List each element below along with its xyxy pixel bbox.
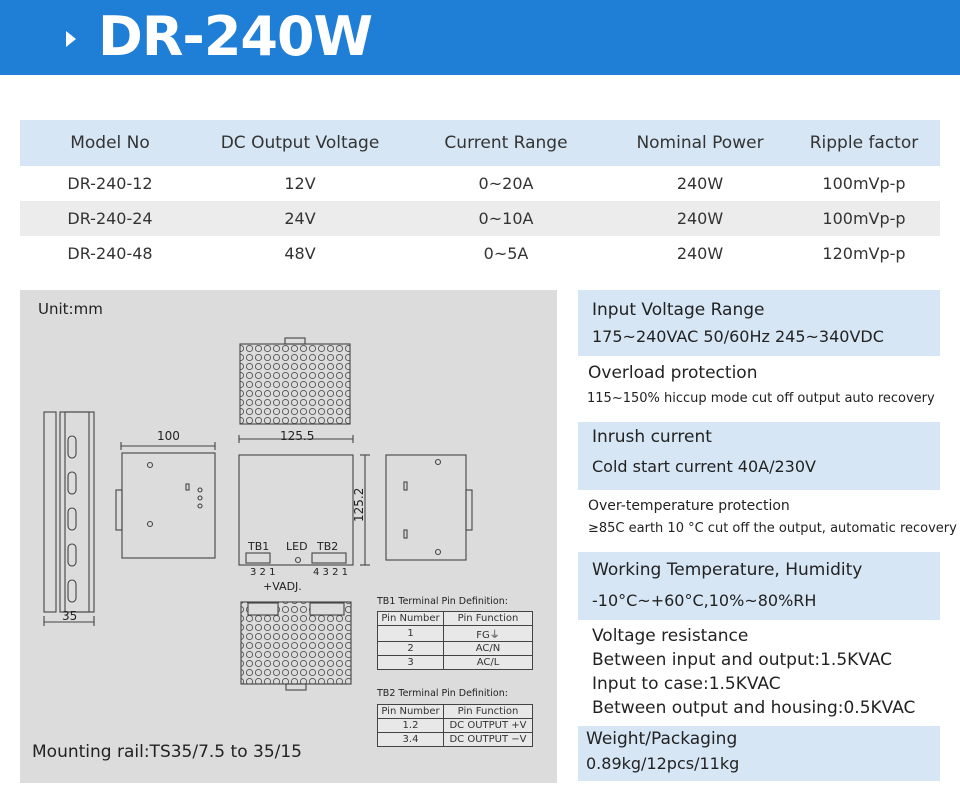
col-header-pin-number: Pin Number (377, 611, 444, 626)
dim-1252-label: 125.2 (352, 488, 366, 522)
voltage-resistance-title: Voltage resistance (592, 626, 749, 646)
page-title: DR-240W (98, 5, 373, 68)
col-header-pin-number: Pin Number (377, 704, 444, 719)
table-row: DR-240-24 24V 0~10A 240W 100mVp-p (20, 201, 940, 236)
cell-voltage: 48V (284, 244, 316, 263)
cell-current: 0~10A (400, 201, 612, 236)
over-temperature-title: Over-temperature protection (588, 498, 790, 514)
vadj-label: +VADJ. (263, 580, 302, 593)
dim-35-label: 35 (62, 609, 77, 623)
working-temperature-value: -10°C~+60°C,10%~80%RH (592, 591, 817, 610)
cell-power: 240W (612, 201, 788, 236)
led-label: LED (286, 540, 308, 553)
cell-ripple: 120mVp-p (822, 244, 906, 263)
inrush-value: Cold start current 40A/230V (592, 457, 816, 476)
tb2-label: TB2 (316, 540, 338, 553)
pin-number-cell: 2 (377, 641, 444, 656)
front-view-drawing (238, 435, 370, 566)
cell-model: DR-240-12 (67, 174, 153, 193)
pin-number-cell: 1.2 (377, 718, 444, 733)
inrush-current-block: Inrush current Cold start current 40A/23… (578, 422, 940, 490)
tb2-pins-label: 4 3 2 1 (313, 567, 348, 578)
din-rail-drawing (43, 411, 95, 626)
table-header-row: Pin Number Pin Function (377, 611, 533, 626)
weight-packaging-title: Weight/Packaging (586, 729, 738, 749)
pin-function-cell: FG⏚ (443, 625, 533, 642)
cell-model: DR-240-24 (20, 201, 200, 236)
pin-function-cell: AC/L (443, 655, 533, 670)
tb1-definition-caption: TB1 Terminal Pin Definition: (377, 596, 508, 607)
voltage-resistance-line-1: Between input and output:1.5KVAC (592, 650, 893, 670)
col-header-current: Current Range (400, 120, 612, 166)
cell-current: 0~20A (478, 174, 534, 193)
tb1-pins-label: 3 2 1 (250, 567, 275, 578)
input-voltage-title: Input Voltage Range (592, 300, 765, 320)
working-temperature-title: Working Temperature, Humidity (592, 560, 863, 580)
inrush-title: Inrush current (592, 427, 712, 447)
over-temperature-block: Over-temperature protection ≥85C earth 1… (578, 494, 957, 548)
title-banner: DR-240W (0, 0, 960, 75)
bottom-view-drawing (240, 601, 352, 691)
overload-title: Overload protection (588, 363, 758, 383)
voltage-resistance-line-2: Input to case:1.5KVAC (592, 674, 781, 694)
cell-power: 240W (676, 244, 724, 263)
model-spec-table: Model No DC Output Voltage Current Range… (20, 120, 940, 271)
mounting-rail-label: Mounting rail:TS35/7.5 to 35/15 (32, 742, 302, 762)
input-voltage-block: Input Voltage Range 175~240VAC 50/60Hz 2… (578, 290, 940, 356)
col-header-model: Model No (20, 120, 200, 166)
cell-model: DR-240-48 (67, 244, 153, 263)
input-voltage-value: 175~240VAC 50/60Hz 245~340VDC (592, 327, 884, 346)
overload-value: 115~150% hiccup mode cut off output auto… (587, 391, 935, 406)
dim-100-label: 100 (157, 429, 180, 443)
pin-number-cell: 3.4 (377, 732, 444, 747)
table-row: DR-240-48 48V 0~5A 240W 120mVp-p (20, 236, 940, 271)
unit-label: Unit:mm (38, 300, 103, 318)
col-header-power: Nominal Power (612, 120, 788, 166)
cell-power: 240W (676, 174, 724, 193)
table-row: DR-240-12 12V 0~20A 240W 100mVp-p (20, 166, 940, 201)
overload-block: Overload protection 115~150% hiccup mode… (578, 358, 940, 418)
col-header-pin-function: Pin Function (443, 704, 533, 719)
pin-number-cell: 3 (377, 655, 444, 670)
pin-function-cell: DC OUTPUT +V (443, 718, 533, 733)
col-header-voltage: DC Output Voltage (200, 120, 400, 166)
rear-view-drawing (385, 454, 473, 561)
tb1-label: TB1 (247, 540, 269, 553)
dim-1255-label: 125.5 (280, 429, 314, 443)
triangle-bullet-icon (66, 31, 76, 47)
col-header-pin-function: Pin Function (443, 611, 533, 626)
over-temperature-value: ≥85C earth 10 °C cut off the output, aut… (588, 521, 957, 536)
cell-voltage: 12V (284, 174, 316, 193)
weight-packaging-value: 0.89kg/12pcs/11kg (586, 754, 740, 773)
working-temperature-block: Working Temperature, Humidity -10°C~+60°… (578, 552, 940, 620)
dimension-drawing: 35 100 (43, 337, 473, 691)
weight-packaging-block: Weight/Packaging 0.89kg/12pcs/11kg (578, 726, 940, 781)
cell-ripple: 100mVp-p (822, 174, 906, 193)
tb2-definition-caption: TB2 Terminal Pin Definition: (377, 688, 508, 699)
top-view-drawing (239, 337, 351, 425)
pin-function-cell: AC/N (443, 641, 533, 656)
pin-number-cell: 1 (377, 625, 444, 642)
cell-current: 0~5A (483, 244, 529, 263)
voltage-resistance-line-3: Between output and housing:0.5KVAC (592, 698, 916, 718)
voltage-resistance-block: Voltage resistance Between input and out… (578, 624, 940, 722)
table-header-row: Pin Number Pin Function (377, 704, 533, 719)
dimension-drawing-panel: 35 100 (20, 290, 557, 783)
cell-voltage: 24V (200, 201, 400, 236)
cell-ripple: 100mVp-p (788, 201, 940, 236)
col-header-ripple: Ripple factor (788, 120, 940, 166)
table-header-row: Model No DC Output Voltage Current Range… (20, 120, 940, 166)
side-view-drawing (115, 442, 216, 559)
pin-function-cell: DC OUTPUT −V (443, 732, 533, 747)
